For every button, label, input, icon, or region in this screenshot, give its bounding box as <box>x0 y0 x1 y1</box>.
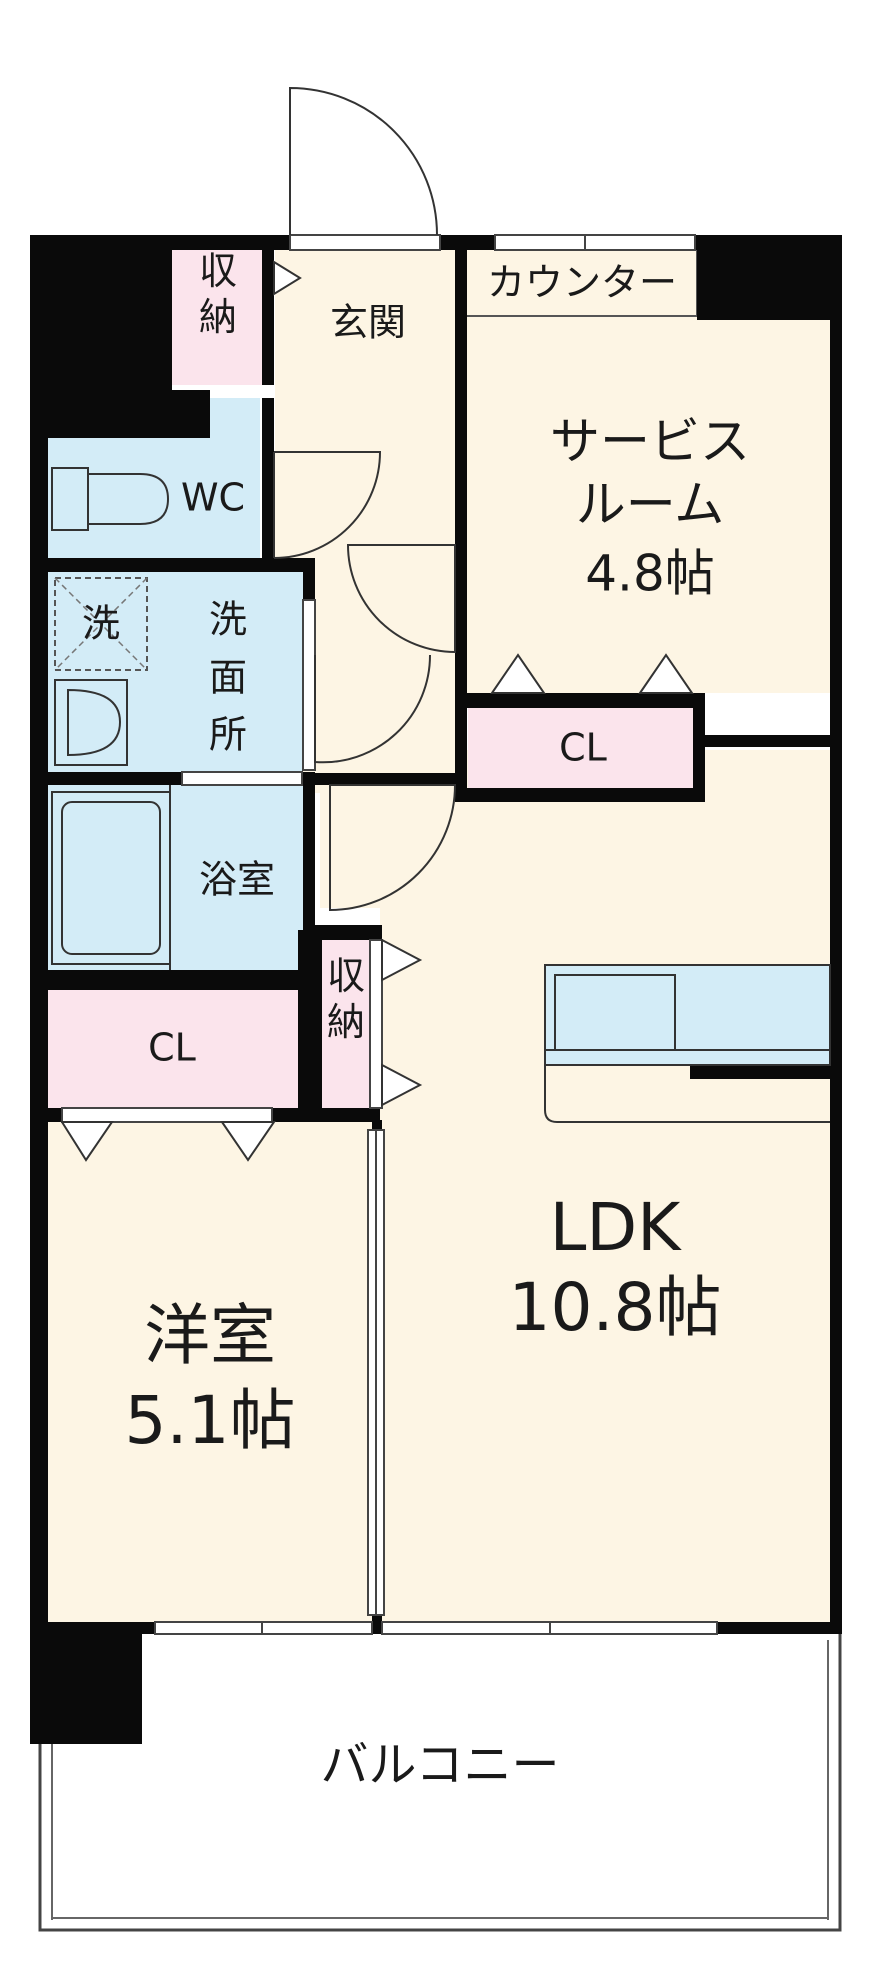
cl-left-opening <box>61 1107 273 1123</box>
wall-cl-service-right <box>693 693 705 802</box>
toilet-bowl <box>87 473 170 525</box>
cl-left-label: CL <box>148 1026 196 1070</box>
wall-service-left <box>455 235 467 795</box>
wall-closet-top-right <box>262 250 274 385</box>
wall-block-bottom-left <box>30 1622 142 1744</box>
ldk-floor <box>380 750 830 1625</box>
kitchen-sink <box>554 974 676 1051</box>
cl-left-marker-1 <box>60 1121 114 1162</box>
balcony-area <box>38 1628 842 1932</box>
wc-door <box>273 451 382 559</box>
washroom-sliding <box>302 599 316 771</box>
entrance-door <box>289 86 438 236</box>
bath-door-gap <box>181 771 303 786</box>
closet-mid-marker-1 <box>381 938 423 982</box>
service-cl-marker-1 <box>490 653 546 694</box>
ldk-size: 10.8帖 <box>509 1269 722 1346</box>
wall-outer-right <box>830 235 842 1630</box>
balcony-label: バルコニー <box>320 1737 559 1793</box>
window-bottom-left <box>154 1621 373 1635</box>
washer-label: 洗 <box>82 602 120 646</box>
bathtub-inner <box>61 801 161 955</box>
wall-cl-left-right <box>298 930 322 1120</box>
wall-top-left <box>30 235 290 250</box>
wc-label: WC <box>181 476 245 520</box>
washer-diag-2 <box>54 577 148 671</box>
closet-top-floor <box>172 250 264 385</box>
cl-service-label: CL <box>559 726 607 770</box>
entrance-door-gap <box>289 234 441 251</box>
wall-corridor-bottom <box>315 773 460 785</box>
wall-service-bottom <box>693 735 833 747</box>
bath-label: 浴室 <box>199 858 275 902</box>
ldk-label: LDK <box>550 1189 683 1266</box>
wc-floor-upper <box>210 398 260 440</box>
western-room-size: 5.1帖 <box>125 1382 296 1459</box>
wall-block-left-upper <box>30 390 210 438</box>
wall-top-mid <box>440 235 495 250</box>
cl-left-floor <box>48 990 298 1108</box>
window-top <box>494 234 696 251</box>
closet-mid-opening <box>369 939 383 1109</box>
wall-bath-bottom <box>30 970 315 990</box>
closet-mid-label-1: 収納 <box>327 954 365 1044</box>
closet-top-marker <box>273 260 302 296</box>
toilet-fixture <box>51 467 89 531</box>
kitchen-return <box>544 1065 830 1123</box>
western-room-label: 洋室 <box>144 1297 276 1374</box>
kitchen-wall <box>690 1065 830 1079</box>
wall-cl-service-top <box>455 693 705 708</box>
wall-wc-right <box>262 398 274 558</box>
service-cl-marker-2 <box>638 653 694 694</box>
wall-block-top-right <box>697 235 840 320</box>
washroom-label-2: 面 <box>209 656 247 700</box>
entrance-label: 玄関 <box>330 301 406 345</box>
cl-left-marker-2 <box>220 1121 276 1162</box>
wall-outer-left <box>30 235 48 1630</box>
counter-label: カウンター <box>487 261 677 305</box>
service-room-label-2: ルーム <box>576 476 725 534</box>
closet-mid-floor <box>322 940 370 1110</box>
ldk-floor-left <box>320 793 390 908</box>
closet-mid-marker-2 <box>381 1063 423 1107</box>
service-room-size: 4.8帖 <box>585 545 715 603</box>
wall-closet-mid-top <box>310 925 382 940</box>
service-room-door <box>346 544 456 654</box>
ldk-door <box>329 784 457 912</box>
washbasin-bowl <box>67 688 122 757</box>
service-room-floor <box>465 248 830 693</box>
closet-top-label-1: 収納 <box>199 249 237 339</box>
service-room-label-1: サービス <box>550 413 750 471</box>
western-room-floor <box>48 1120 380 1625</box>
cl-service-floor <box>468 708 693 788</box>
washroom-label-1: 洗 <box>209 598 247 642</box>
washroom-door <box>314 654 432 764</box>
washroom-label-3: 所 <box>209 713 247 757</box>
wall-cl-service-bottom <box>455 788 705 802</box>
wall-wc-bottom <box>30 558 315 572</box>
